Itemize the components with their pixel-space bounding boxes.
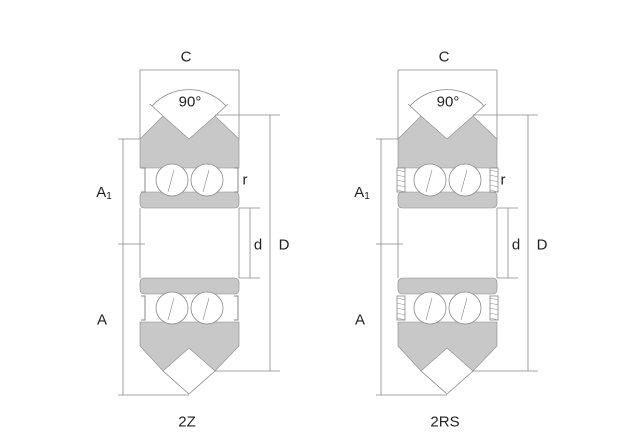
seal-hatch — [396, 189, 406, 193]
ball-highlight — [460, 297, 468, 321]
outer-race-top — [397, 115, 498, 169]
seal-hatch — [489, 312, 499, 316]
radius-label: r — [242, 171, 248, 189]
ball-highlight — [167, 297, 175, 321]
seal-hatch — [396, 174, 406, 178]
width-label-c: C — [438, 48, 450, 66]
caption-2rs: 2RS — [430, 413, 460, 431]
width-label-c: C — [180, 48, 192, 66]
ball-highlight — [202, 169, 210, 193]
outer-race-bottom — [397, 321, 498, 372]
groove-outline — [162, 370, 216, 395]
ball — [190, 163, 224, 197]
outer-label-D: D — [536, 236, 548, 254]
a1-subscript: 1 — [364, 191, 370, 202]
seal-hatch — [396, 179, 406, 183]
seal-hatch — [396, 302, 406, 306]
seal-hatch — [489, 174, 499, 178]
shield-seal — [234, 295, 239, 321]
seal-hatch — [396, 184, 406, 188]
seal-hatch — [489, 307, 499, 311]
a1-letter: A — [354, 184, 365, 201]
ball — [190, 291, 224, 325]
seal-hatch — [489, 317, 499, 321]
ball — [448, 163, 482, 197]
shield-seal — [234, 167, 239, 193]
seal-hatch — [396, 317, 406, 321]
seal-hatch — [489, 179, 499, 183]
seal-hatch — [396, 307, 406, 311]
bore-label-d: d — [511, 236, 521, 254]
ball — [413, 163, 447, 197]
bearing-2z — [118, 69, 280, 396]
shield-seal — [141, 295, 146, 321]
a1-letter: A — [96, 184, 107, 201]
ball-highlight — [425, 169, 433, 193]
outer-race-bottom — [139, 321, 240, 372]
seal-hatch — [396, 169, 406, 173]
ball-highlight — [460, 169, 468, 193]
seal-hatch — [489, 169, 499, 173]
radius-label: r — [500, 171, 506, 189]
a-label: A — [354, 311, 366, 329]
ball-highlight — [202, 297, 210, 321]
outer-label-D: D — [278, 236, 290, 254]
angle-arc — [151, 89, 227, 107]
ball — [448, 291, 482, 325]
groove-outline — [420, 370, 474, 395]
a1-label: A1 — [96, 184, 112, 202]
shield-seal — [141, 167, 146, 193]
inner-race-top — [397, 191, 498, 209]
outer-race-top — [139, 115, 240, 169]
seal-hatch — [396, 297, 406, 301]
inner-race-bottom — [397, 277, 498, 295]
ball — [155, 291, 189, 325]
ball — [413, 291, 447, 325]
caption-2z: 2Z — [178, 413, 196, 431]
bore-label-d: d — [253, 236, 263, 254]
seal-hatch — [489, 189, 499, 193]
seal-hatch — [396, 312, 406, 316]
a1-subscript: 1 — [106, 191, 112, 202]
seal-hatch — [489, 184, 499, 188]
angle-label: 90° — [178, 93, 202, 111]
angle-label: 90° — [436, 93, 460, 111]
a-label: A — [96, 311, 108, 329]
ball — [155, 163, 189, 197]
seal-hatch — [489, 297, 499, 301]
inner-race-top — [139, 191, 240, 209]
ball-highlight — [425, 297, 433, 321]
bearing-2rs — [376, 69, 538, 396]
inner-race-bottom — [139, 277, 240, 295]
angle-arc — [409, 89, 485, 107]
seal-hatch — [489, 302, 499, 306]
a1-label: A1 — [354, 184, 370, 202]
ball-highlight — [167, 169, 175, 193]
